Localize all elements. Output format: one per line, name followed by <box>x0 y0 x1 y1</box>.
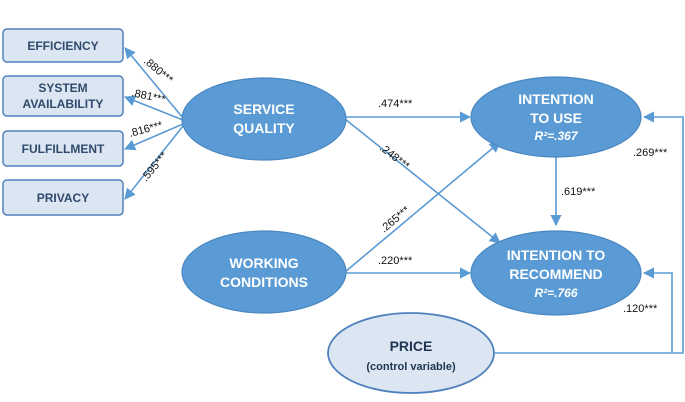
loading-privacy: .595*** <box>139 149 171 184</box>
loading-arrow-efficiency <box>124 47 184 119</box>
coef-price-to-use: .269*** <box>633 147 668 159</box>
intention-to-use-label-line1: INTENTION <box>518 91 593 107</box>
indicator-fulfillment-label: FULFILLMENT <box>22 142 105 156</box>
indicator-privacy: PRIVACY <box>2 179 124 216</box>
working-conditions-label-line1: WORKING <box>229 255 298 271</box>
construct-intention-to-recommend: INTENTION TO RECOMMEND R²=.766 <box>470 230 642 316</box>
path-arrow-price-to-recommend <box>642 267 673 353</box>
construct-intention-to-use: INTENTION TO USE R²=.367 <box>470 76 642 158</box>
path-arrow-sq-to-recommend <box>344 118 501 244</box>
construct-working-conditions: WORKING CONDITIONS <box>181 230 347 314</box>
loading-system-availability: .881*** <box>130 87 167 106</box>
service-quality-label-line2: QUALITY <box>233 120 295 136</box>
loading-fulfillment: .816*** <box>128 119 165 140</box>
coef-use-to-recommend: .619*** <box>561 186 596 198</box>
indicator-system-availability-label-line1: SYSTEM <box>38 81 87 95</box>
price-sublabel: (control variable) <box>366 361 456 373</box>
coef-wc-to-recommend: .220*** <box>378 255 413 267</box>
indicator-efficiency: EFFICIENCY <box>2 28 124 63</box>
intention-to-recommend-label-line2: RECOMMEND <box>509 266 602 282</box>
indicator-system-availability-label-line2: AVAILABILITY <box>23 97 104 111</box>
intention-to-use-label-line2: TO USE <box>530 110 582 126</box>
indicator-system-availability: SYSTEM AVAILABILITY <box>2 75 124 117</box>
indicator-fulfillment: FULFILLMENT <box>2 130 124 167</box>
coef-price-to-recommend: .120*** <box>623 303 658 315</box>
intention-to-recommend-r2: R²=.766 <box>534 286 577 300</box>
coef-sq-to-recommend: .248*** <box>377 142 412 173</box>
path-arrow-wc-to-use <box>344 141 501 273</box>
path-arrow-price-to-use <box>495 111 684 354</box>
intention-to-use-r2: R²=.367 <box>534 129 578 143</box>
price-label: PRICE <box>390 338 433 354</box>
loading-efficiency: .880*** <box>141 55 176 87</box>
construct-price: PRICE (control variable) <box>327 312 495 394</box>
indicator-efficiency-label: EFFICIENCY <box>27 39 98 53</box>
coef-sq-to-use: .474*** <box>378 98 413 110</box>
construct-service-quality: SERVICE QUALITY <box>181 77 347 161</box>
loading-arrow-fulfillment <box>123 123 184 151</box>
indicator-privacy-label: PRIVACY <box>37 191 89 205</box>
service-quality-label-line1: SERVICE <box>233 101 294 117</box>
loading-arrow-system-availability <box>123 95 184 121</box>
intention-to-recommend-label-line1: INTENTION TO <box>507 247 606 263</box>
working-conditions-label-line2: CONDITIONS <box>220 274 308 290</box>
loading-arrow-privacy <box>124 125 184 200</box>
